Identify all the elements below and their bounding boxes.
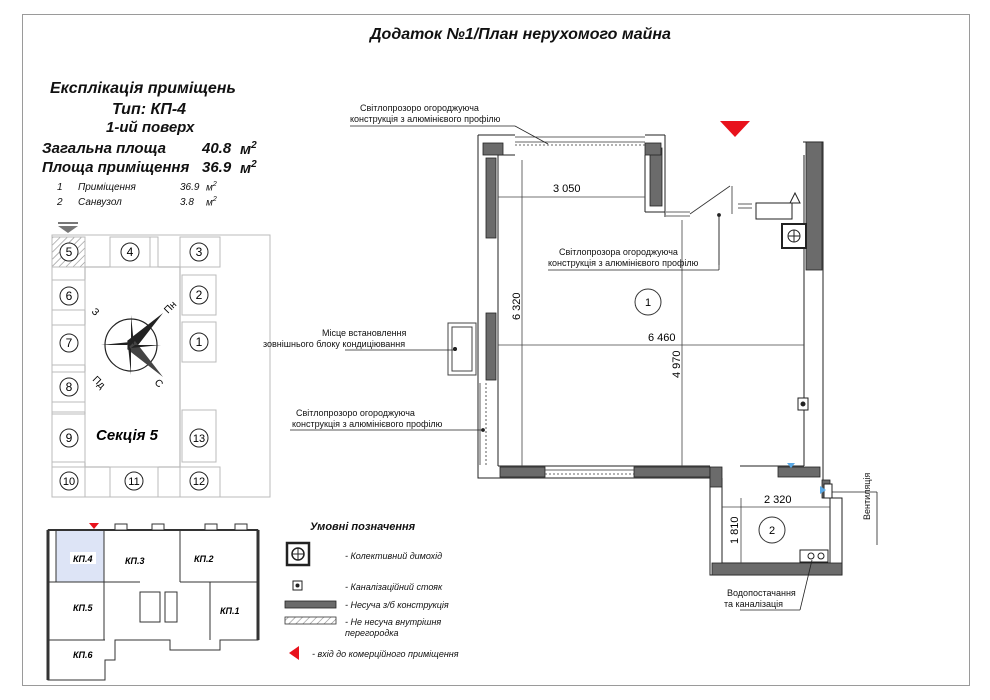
section-label: Секція 5 xyxy=(96,427,159,444)
unit-number-10: 10 xyxy=(63,476,75,488)
note-ventilation: Вентиляція xyxy=(862,472,872,520)
unit-number-9: 9 xyxy=(66,431,73,445)
room-area-unit: м2 xyxy=(240,159,257,177)
room-area-value: 36.9 xyxy=(202,159,232,176)
unit-number-7: 7 xyxy=(66,336,73,350)
legend-sewer: - Каналізаційний стояк xyxy=(345,582,443,592)
dim-mid: 6 460 xyxy=(648,332,676,344)
unit-number-11: 11 xyxy=(128,476,139,488)
legend-chimney: - Колективний димохід xyxy=(345,551,443,561)
unit-type: Тип: КП-4 xyxy=(112,101,187,118)
entry-marker-icon xyxy=(720,121,750,137)
compass-rose-icon xyxy=(99,313,163,377)
room-marker-2 xyxy=(758,516,786,544)
note-water-line1: Водопостачання xyxy=(727,588,796,598)
dim-bath-w: 2 320 xyxy=(764,494,792,506)
explication-title: Експлікація приміщень xyxy=(50,80,236,97)
floor-plan xyxy=(447,134,843,576)
room-row-1-name: Приміщення xyxy=(78,182,136,193)
key-plan-entry-marker xyxy=(89,523,99,529)
note-glass-top-line2: конструкція з алюмінієвого профілю xyxy=(350,114,501,124)
key-plan-kp1: КП.1 xyxy=(220,606,240,616)
section-unit-numbers: 5 4 3 6 2 7 1 8 9 13 10 11 12 xyxy=(59,242,209,491)
legend-partition: - Не несуча внутрішня перегородка xyxy=(345,617,442,638)
total-area-label: Загальна площа xyxy=(42,140,166,157)
legend-symbols xyxy=(284,541,337,660)
page-title: Додаток №1/План нерухомого майна xyxy=(370,26,671,43)
room-row-1-unit: м2 xyxy=(206,181,217,194)
room-row-2-area: 3.8 xyxy=(180,197,194,208)
key-plan-labels: КП.4 КП.3 КП.2 КП.5 КП.1 КП.6 xyxy=(70,552,244,660)
section-scheme xyxy=(51,222,271,498)
note-glass-mid-line1: Світлопрозора огороджуюча xyxy=(559,247,678,257)
note-water-line2: та каналізація xyxy=(724,599,784,609)
unit-number-1: 1 xyxy=(196,335,203,349)
dim-left: 6 320 xyxy=(511,292,523,320)
floor-label: 1-ий поверх xyxy=(106,119,195,136)
room-row-2-no: 2 xyxy=(57,197,63,208)
legend-title: Умовні позначення xyxy=(310,521,416,533)
room-marker-1 xyxy=(634,288,662,316)
key-plan-kp3: КП.3 xyxy=(125,556,145,566)
note-ac-line2: зовнішнього блоку кондиціювання xyxy=(263,339,406,349)
note-ac-line1: Місце встановлення xyxy=(322,328,407,338)
dim-vert: 4 970 xyxy=(671,350,683,378)
unit-number-6: 6 xyxy=(66,289,73,303)
room-row-2-unit: м2 xyxy=(206,196,217,209)
room-number-2: 2 xyxy=(769,525,775,537)
key-plan-kp2: КП.2 xyxy=(194,554,214,564)
callout-lines xyxy=(290,125,878,611)
note-glass-mid-line2: конструкція з алюмінієвого профілю xyxy=(548,258,699,268)
unit-number-13: 13 xyxy=(193,433,205,445)
note-glass-bot-line1: Світлопрозоро огороджуюча xyxy=(296,408,415,418)
note-glass-bot-line2: конструкція з алюмінієвого профілю xyxy=(292,419,443,429)
unit-number-4: 4 xyxy=(127,245,134,259)
unit-number-5: 5 xyxy=(66,245,73,259)
room-row-2-name: Санвузол xyxy=(78,197,122,208)
total-area-value: 40.8 xyxy=(202,140,232,157)
room-row-1-no: 1 xyxy=(57,182,63,193)
legend-entry: - вхід до комерційного приміщення xyxy=(312,649,459,659)
key-plan-kp6: КП.6 xyxy=(73,650,94,660)
unit-number-3: 3 xyxy=(196,245,203,259)
dim-bath-h: 1 810 xyxy=(729,516,741,544)
unit-number-2: 2 xyxy=(196,288,203,302)
unit-number-12: 12 xyxy=(193,476,205,488)
room-area-label: Площа приміщення xyxy=(42,159,190,176)
total-area-unit: м2 xyxy=(240,140,257,158)
note-glass-top-line1: Світлопрозоро огороджуюча xyxy=(360,103,479,113)
room-number-1: 1 xyxy=(645,297,651,309)
legend-bearing: - Несуча з/б конструкція xyxy=(345,600,449,610)
dim-top: 3 050 xyxy=(553,183,581,195)
sheet-frame xyxy=(22,14,970,686)
room-row-1-area: 36.9 xyxy=(180,182,200,193)
key-plan-kp4: КП.4 xyxy=(73,554,93,564)
key-plan-kp5: КП.5 xyxy=(73,603,94,613)
unit-number-8: 8 xyxy=(66,380,73,394)
